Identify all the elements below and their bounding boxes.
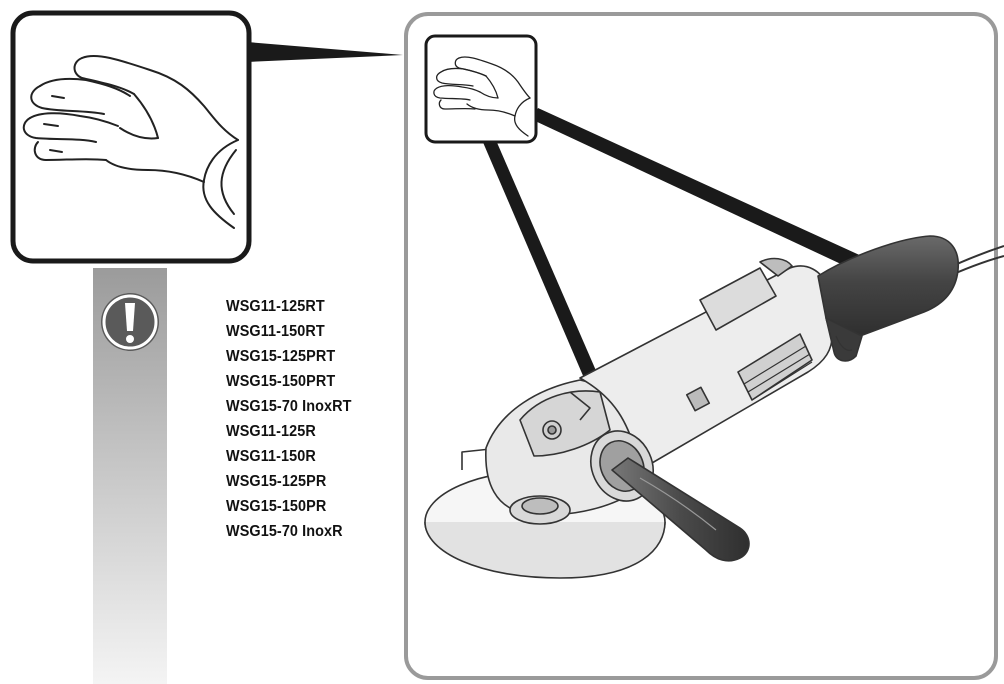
- callout-wedge: [247, 42, 403, 62]
- callout-beam-handle: [533, 108, 866, 272]
- model-name: WSG15-125PRT: [226, 348, 336, 365]
- angle-grinder: [424, 235, 1004, 579]
- exclamation-icon: [101, 293, 159, 351]
- model-name: WSG15-150PRT: [226, 373, 336, 390]
- model-name: WSG15-70 InoxRT: [226, 398, 352, 415]
- compatible-models-list: WSG11-125RT WSG11-150RT WSG15-125PRT WSG…: [226, 294, 352, 544]
- model-name: WSG11-150R: [226, 448, 316, 465]
- model-name: WSG11-125R: [226, 423, 316, 440]
- hand-inset-large: [10, 10, 252, 264]
- open-hand-icon: [22, 54, 239, 229]
- model-name: WSG15-150PR: [226, 498, 327, 515]
- model-name: WSG15-70 InoxR: [226, 523, 343, 540]
- main-frame: [404, 12, 998, 680]
- warning-bar: [93, 268, 167, 684]
- hand-inset-small: [424, 34, 538, 144]
- model-name: WSG15-125PR: [226, 473, 327, 490]
- model-name: WSG11-150RT: [226, 323, 325, 340]
- model-name: WSG11-125RT: [226, 298, 325, 315]
- open-hand-icon: [433, 56, 531, 137]
